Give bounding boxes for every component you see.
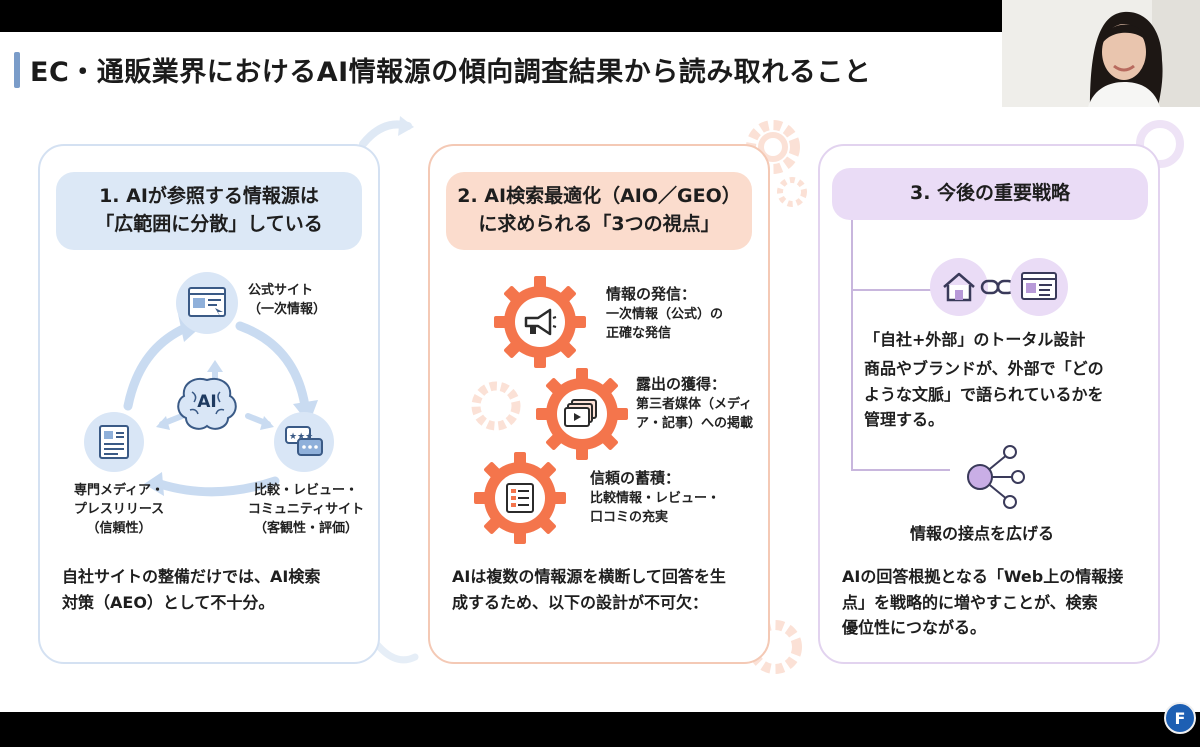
decorative-arrow-icon bbox=[359, 116, 414, 148]
browser-window-icon bbox=[188, 287, 226, 318]
review-node: ★★★ bbox=[274, 412, 334, 472]
list-document-icon bbox=[506, 483, 534, 513]
decorative-gear-icon bbox=[471, 381, 521, 431]
review-label: 比較・レビュー・ コミュニティサイト （客観性・評価） bbox=[247, 483, 365, 536]
ai-label: AI bbox=[197, 392, 217, 412]
card2-heading: 2. AI検索最適化（AIO／GEO） に求められる「3つの視点」 bbox=[446, 172, 752, 250]
slide-title: EC・通販業界におけるAI情報源の傾向調査結果から読み取れること bbox=[30, 57, 872, 88]
house-icon bbox=[943, 272, 975, 302]
card-strategy: 3. 今後の重要戦略 「自社+外 bbox=[818, 144, 1160, 664]
network-hub-icon bbox=[967, 445, 1025, 509]
newspaper-icon bbox=[99, 425, 129, 459]
card2-conclusion: AIは複数の情報源を横断して回答を生 成するため、以下の設計が不可欠： bbox=[452, 567, 726, 612]
official-site-label: 公式サイト （一次情報） bbox=[248, 283, 327, 317]
external-web-node bbox=[1010, 258, 1068, 316]
card1-heading: 1. AIが参照する情報源は 「広範囲に分散」している bbox=[56, 172, 362, 250]
brain-icon bbox=[177, 378, 237, 430]
media-stack-icon bbox=[564, 399, 597, 427]
official-site-node bbox=[176, 272, 238, 334]
media-node bbox=[84, 412, 144, 472]
brand-logo: F bbox=[1164, 702, 1196, 734]
perspective-trust: 信頼の蓄積： 比較情報・レビュー・ 口コミの充実 bbox=[590, 469, 721, 525]
webcam-video bbox=[1002, 0, 1200, 107]
card3-heading: 3. 今後の重要戦略 bbox=[832, 168, 1148, 220]
browser-window-icon bbox=[1021, 272, 1057, 300]
megaphone-icon bbox=[524, 308, 557, 336]
section1-text: 商品やブランドが、外部で「どの ような文脈」で語られているかを 管理する。 bbox=[864, 359, 1104, 430]
presenter-avatar bbox=[1002, 0, 1200, 107]
video-top-bar bbox=[0, 0, 1200, 32]
card3-conclusion: AIの回答根拠となる「Web上の情報接 点」を戦略的に増やすことが、検索 優位性… bbox=[842, 567, 1124, 638]
title-accent-bar bbox=[14, 52, 20, 88]
card1-conclusion: 自社サイトの整備だけでは、AI検索 対策（AEO）として不十分。 bbox=[62, 567, 321, 612]
section1-title: 「自社+外部」のトータル設計 bbox=[864, 330, 1086, 349]
chat-review-icon: ★★★ bbox=[285, 426, 323, 456]
video-bottom-bar bbox=[0, 712, 1200, 747]
perspective-exposure: 露出の獲得： 第三者媒体（メディ ア・記事）への掲載 bbox=[636, 375, 754, 431]
card-aio-geo: 2. AI検索最適化（AIO／GEO） に求められる「3つの視点」 bbox=[428, 144, 770, 664]
ai-brain-node: AI bbox=[172, 374, 242, 434]
company-node bbox=[930, 258, 988, 316]
media-label: 専門メディア・ プレスリリース （信頼性） bbox=[73, 483, 165, 536]
perspective-publish: 情報の発信： 一次情報（公式）の 正確な発信 bbox=[606, 285, 724, 341]
decorative-gear-icon bbox=[777, 177, 807, 207]
presentation-slide: EC・通販業界におけるAI情報源の傾向調査結果から読み取れること 1. AIが参… bbox=[0, 32, 1200, 712]
connector-lines bbox=[851, 220, 950, 471]
section2-title: 情報の接点を広げる bbox=[910, 524, 1055, 543]
svg-text:★★★: ★★★ bbox=[289, 432, 313, 442]
card-information-sources: 1. AIが参照する情報源は 「広範囲に分散」している bbox=[38, 144, 380, 664]
